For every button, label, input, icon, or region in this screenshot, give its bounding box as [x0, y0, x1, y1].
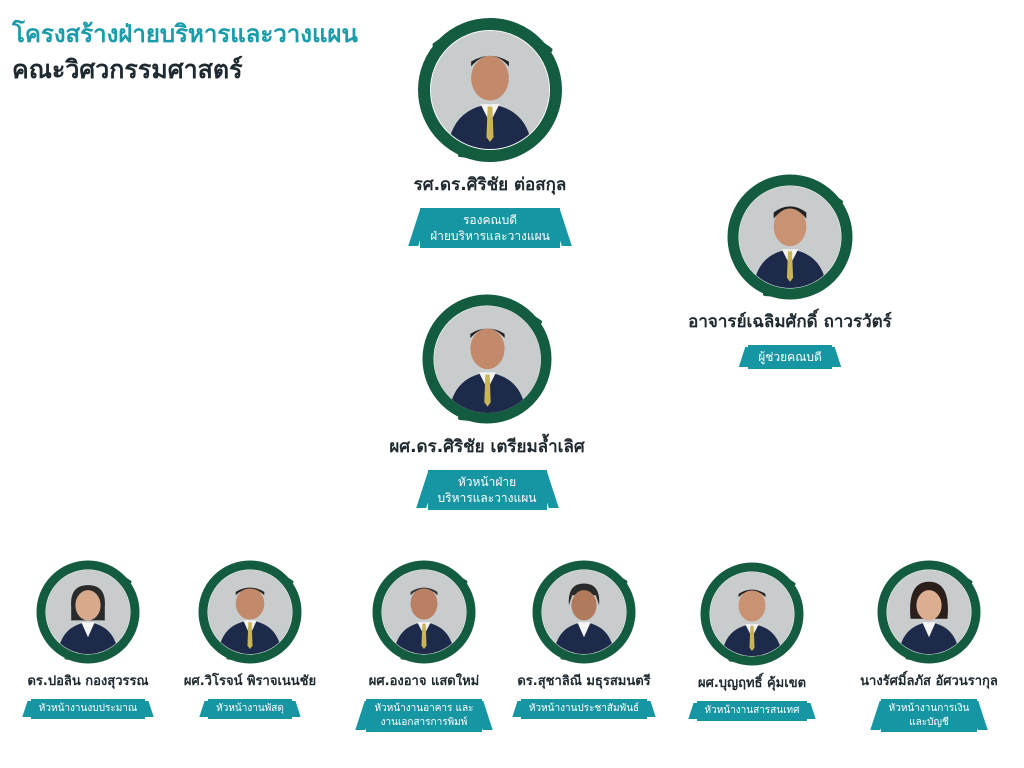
person-photo	[382, 570, 466, 654]
person-card-head-of-division: ผศ.ดร.ศิริชัย เตรียมล้ำเลิศ หัวหน้าฝ่าย …	[367, 292, 607, 511]
brush-ring-decoration	[36, 560, 140, 664]
role-ribbon: หัวหน้างานอาคาร และ งานเอกสารการพิมพ์	[366, 699, 482, 732]
person-photo	[46, 570, 130, 654]
person-name: ผศ.วิโรจน์ พิราจเนนชัย	[183, 674, 317, 689]
brush-ring-decoration	[422, 294, 551, 424]
person-photo	[431, 31, 549, 149]
portrait	[725, 172, 855, 302]
portrait	[420, 292, 555, 427]
person-card-assistant-dean: อาจารย์เฉลิมศักดิ์ ถาวรวัตร์ ผู้ช่วยคณบด…	[670, 172, 910, 370]
person-name: อาจารย์เฉลิมศักดิ์ ถาวรวัตร์	[688, 312, 892, 332]
person-photo	[739, 186, 841, 288]
person-silhouette-icon	[382, 570, 466, 654]
page-title: โครงสร้างฝ่ายบริหารและวางแผน	[12, 20, 358, 48]
person-silhouette-icon	[46, 570, 130, 654]
portrait	[196, 558, 304, 666]
person-name: ดร.สุชาลิณี มธุรสมนตรี	[517, 674, 651, 689]
person-silhouette-icon	[431, 31, 549, 149]
person-name: ผศ.บุญฤทธิ์ คุ้มเขต	[697, 676, 807, 691]
brush-ring-decoration	[877, 560, 981, 664]
person-silhouette-icon	[542, 570, 626, 654]
brush-ring-decoration	[700, 562, 804, 666]
person-card-associate-dean: รศ.ดร.ศิริชัย ต่อสกุล รองคณบดี ฝ่ายบริหา…	[370, 15, 610, 249]
portrait	[530, 558, 638, 666]
person-silhouette-icon	[739, 186, 841, 288]
person-name: ผศ.องอาจ แสดใหม่	[368, 674, 480, 689]
brush-ring-decoration	[372, 560, 476, 664]
role-ribbon: ผู้ช่วยคณบดี	[748, 345, 832, 370]
person-card-pr-head: ดร.สุชาลิณี มธุรสมนตรี หัวหน้างานประชาสั…	[504, 558, 664, 719]
brush-ring-decoration	[418, 18, 562, 162]
person-photo	[887, 570, 971, 654]
person-photo	[208, 570, 292, 654]
person-card-budget-head: ดร.ปอลิน กองสุวรรณ หัวหน้างานงบประมาณ	[8, 558, 168, 719]
person-silhouette-icon	[710, 572, 794, 656]
portrait	[415, 15, 565, 165]
role-ribbon: หัวหน้าฝ่าย บริหารและวางแผน	[427, 470, 547, 511]
person-silhouette-icon	[887, 570, 971, 654]
person-name: นางรัศมิ์ลภัส อัศวนรากุล	[860, 674, 998, 689]
portrait	[34, 558, 142, 666]
role-ribbon: หัวหน้างานสารสนเทศ	[696, 701, 808, 721]
brush-ring-decoration	[198, 560, 302, 664]
person-card-supplies-head: ผศ.วิโรจน์ พิราจเนนชัย หัวหน้างานพัสดุ	[170, 558, 330, 719]
role-ribbon: หัวหน้างานงบประมาณ	[30, 699, 146, 719]
person-card-it-head: ผศ.บุญฤทธิ์ คุ้มเขต หัวหน้างานสารสนเทศ	[672, 560, 832, 721]
person-photo	[710, 572, 794, 656]
brush-ring-decoration	[727, 174, 853, 300]
page-subtitle: คณะวิศวกรรมศาสตร์	[12, 55, 243, 84]
brush-ring-decoration	[532, 560, 636, 664]
person-silhouette-icon	[433, 306, 541, 413]
person-silhouette-icon	[208, 570, 292, 654]
role-ribbon: รองคณบดี ฝ่ายบริหารและวางแผน	[420, 208, 560, 249]
person-photo	[433, 306, 541, 413]
role-ribbon: หัวหน้างานการเงิน และบัญชี	[880, 699, 978, 732]
person-name: รศ.ดร.ศิริชัย ต่อสกุล	[413, 175, 567, 195]
person-photo	[542, 570, 626, 654]
role-ribbon: หัวหน้างานพัสดุ	[208, 699, 292, 719]
person-card-building-head: ผศ.องอาจ แสดใหม่ หัวหน้างานอาคาร และ งาน…	[344, 558, 504, 732]
portrait	[875, 558, 983, 666]
role-ribbon: หัวหน้างานประชาสัมพันธ์	[520, 699, 648, 719]
person-name: ผศ.ดร.ศิริชัย เตรียมล้ำเลิศ	[389, 437, 585, 457]
person-name: ดร.ปอลิน กองสุวรรณ	[27, 674, 149, 689]
portrait	[370, 558, 478, 666]
portrait	[698, 560, 806, 668]
person-card-finance-head: นางรัศมิ์ลภัส อัศวนรากุล หัวหน้างานการเง…	[844, 558, 1014, 732]
